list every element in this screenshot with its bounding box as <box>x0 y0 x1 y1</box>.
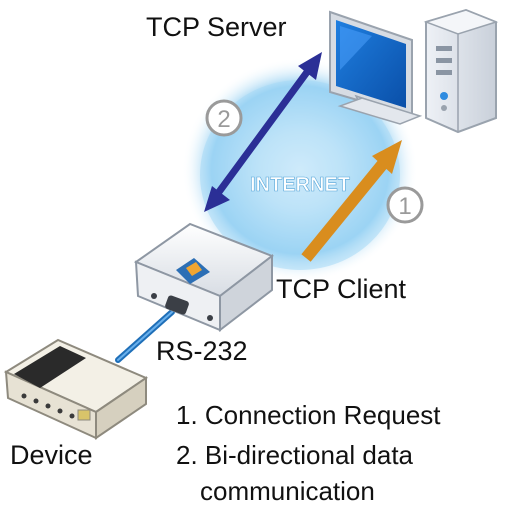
tcp-client-label: TCP Client <box>276 274 407 304</box>
marker-2-icon: 2 <box>205 99 243 137</box>
internet-label: INTERNET <box>250 174 350 196</box>
serial-device-server-icon <box>133 222 275 333</box>
legend-item-2: 2. Bi-directional data <box>176 440 414 470</box>
marker-2-label: 2 <box>217 106 230 133</box>
legend-item-2-continued: communication <box>200 476 375 506</box>
tcp-server-label: TCP Server <box>146 12 287 42</box>
device-icon <box>3 338 149 440</box>
connection-request-arrow <box>301 140 402 262</box>
marker-1-label: 1 <box>398 193 411 220</box>
bidirectional-arrow <box>204 52 322 212</box>
monitor-icon <box>329 10 423 125</box>
device-label: Device <box>10 440 93 470</box>
server-tower-icon <box>423 8 499 134</box>
serial-cable <box>115 309 175 363</box>
legend-item-1: 1. Connection Request <box>176 400 441 430</box>
rs232-label: RS-232 <box>156 336 248 366</box>
marker-1-icon: 1 <box>386 186 424 224</box>
